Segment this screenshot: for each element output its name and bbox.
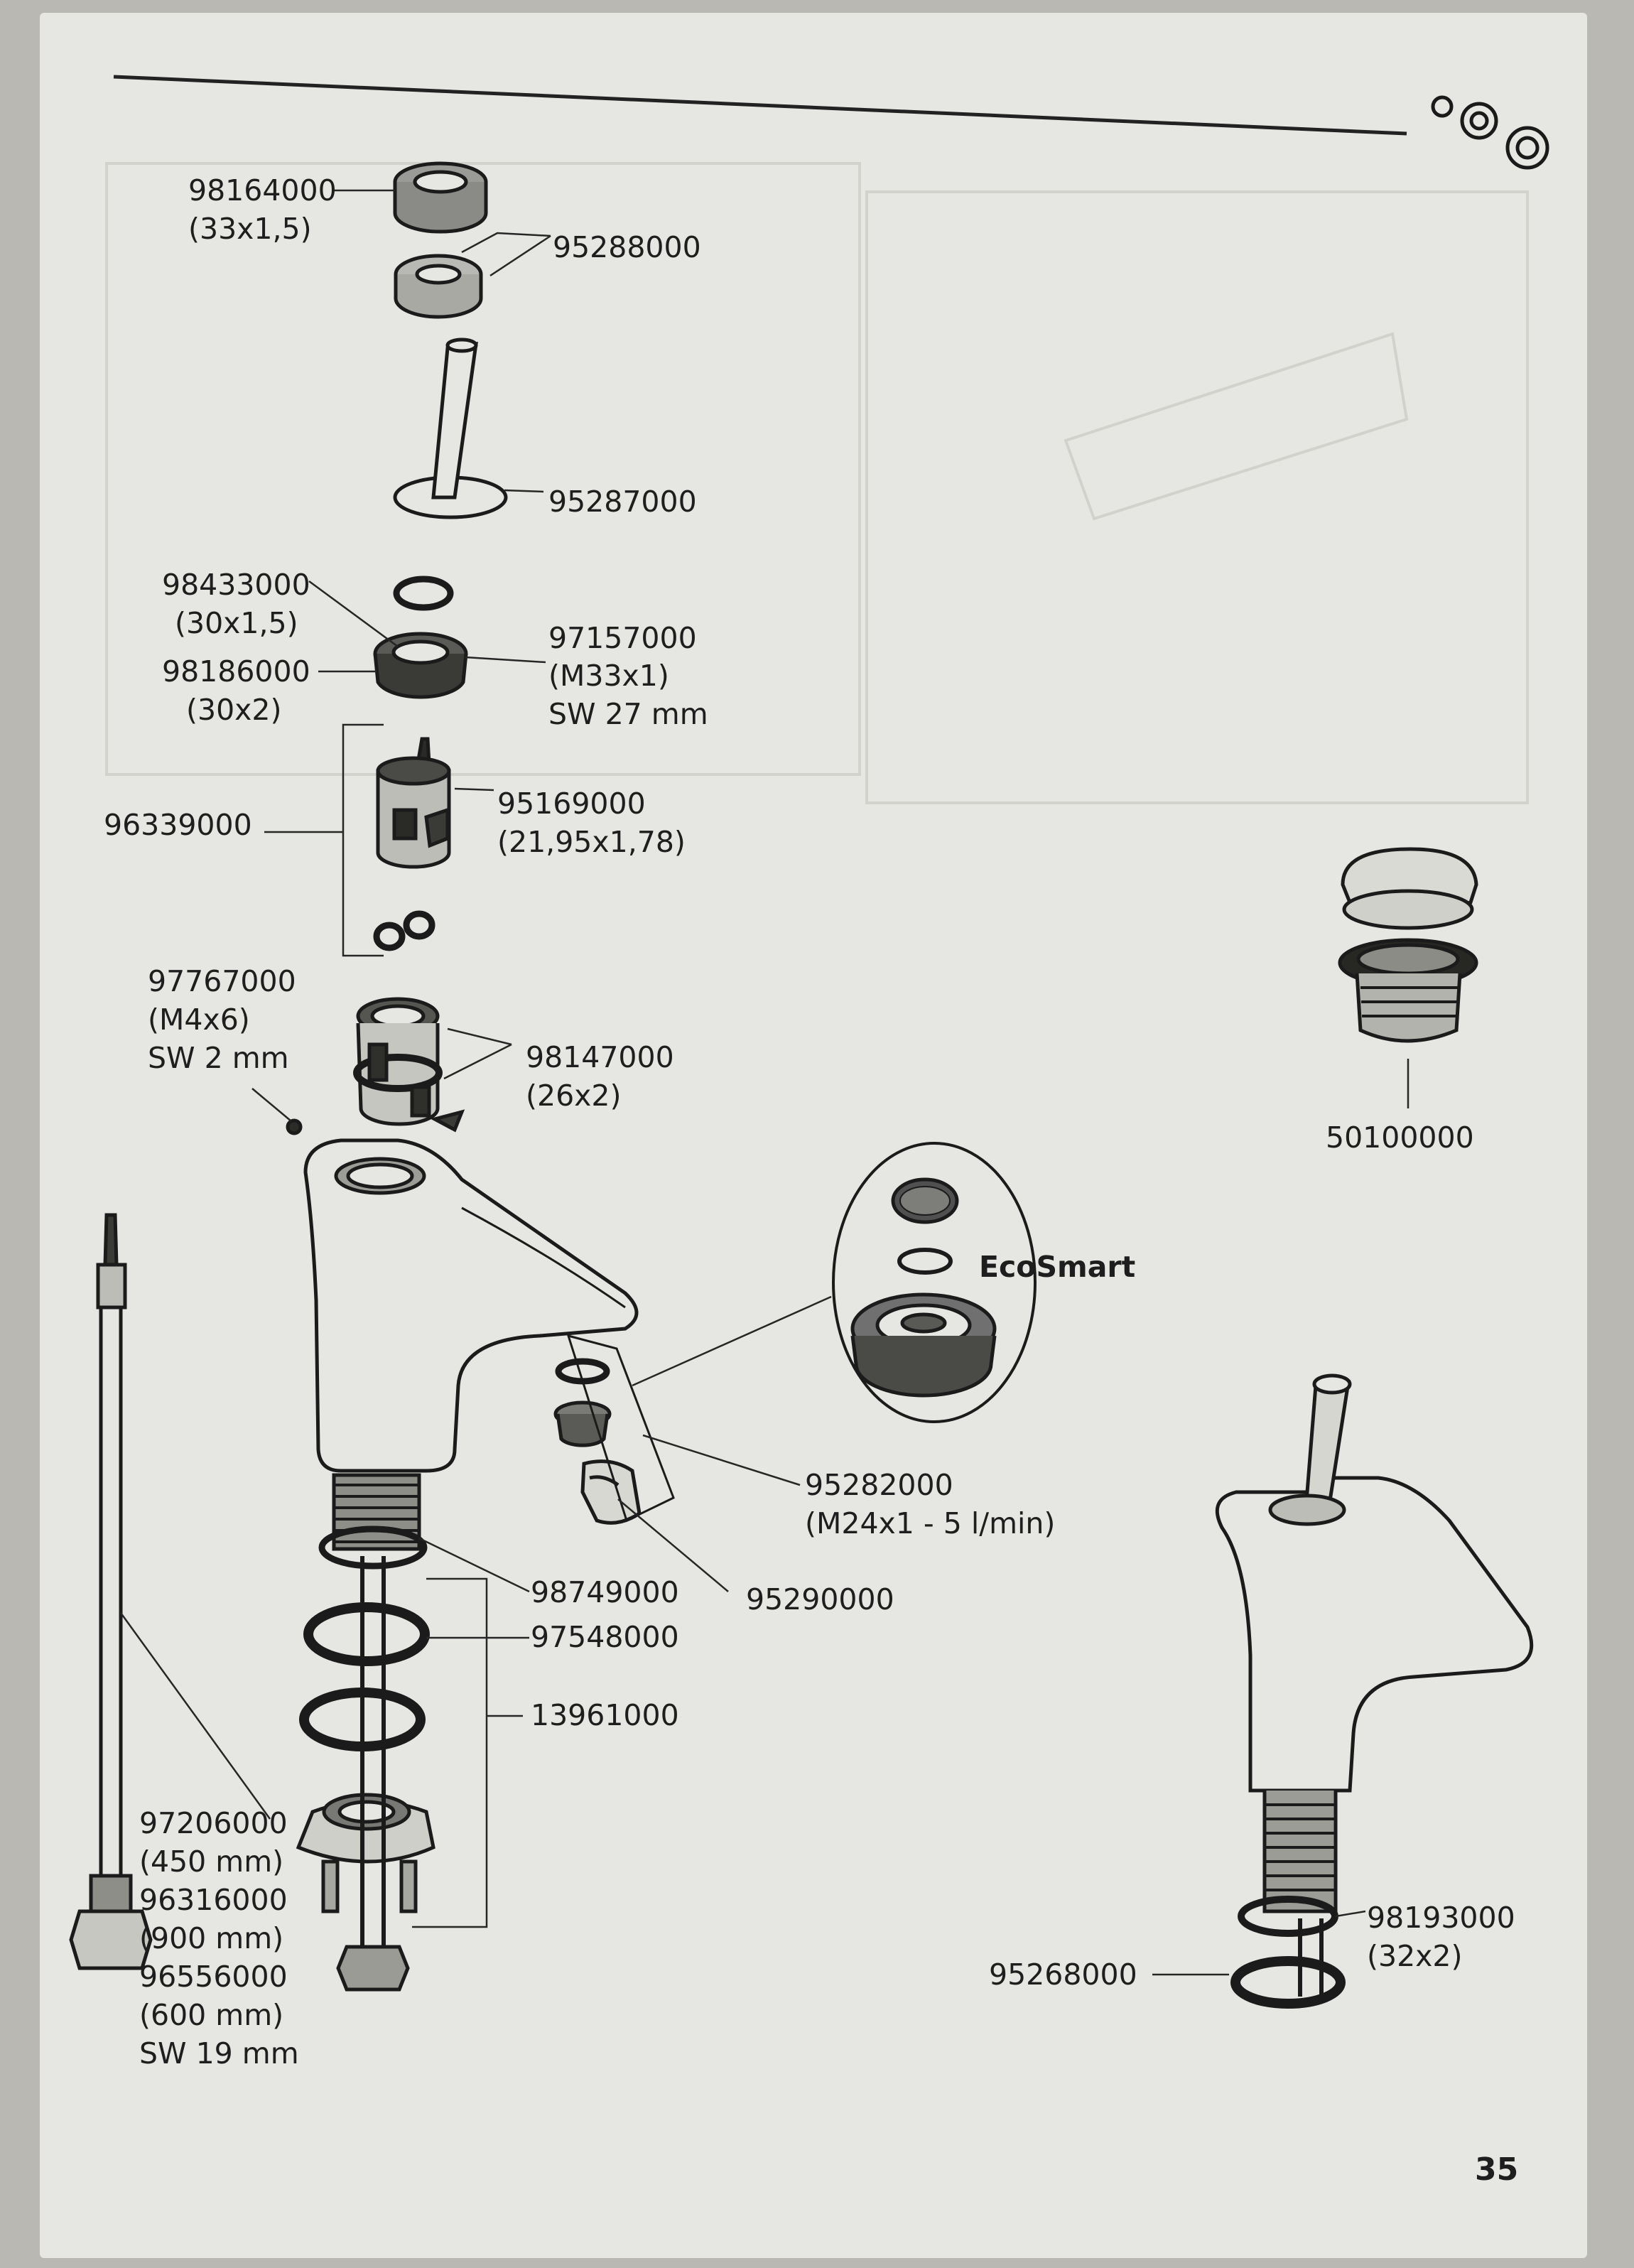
label-97157000: 97157000(M33x1)SW 27 mm xyxy=(548,621,708,731)
leader-lines xyxy=(119,189,1410,1976)
page-number: 35 xyxy=(1475,2151,1518,2188)
label-98749000: 98749000 xyxy=(531,1575,679,1609)
label-95288000: 95288000 xyxy=(553,230,701,264)
faint-background-sketch xyxy=(105,162,1529,804)
label-98433000: 98433000(30x1,5) xyxy=(162,568,310,640)
label-50100000: 50100000 xyxy=(1326,1120,1474,1155)
label-95290000: 95290000 xyxy=(746,1582,894,1616)
label-98193000: 98193000(32x2) xyxy=(1367,1901,1515,1973)
bushing-part xyxy=(394,254,483,319)
lever-part xyxy=(393,338,508,519)
supply-hose-part xyxy=(69,1213,153,1970)
mounting-kit-part xyxy=(296,1556,435,1992)
label-95169000: 95169000(21,95x1,78) xyxy=(497,787,686,859)
cap-ring-part xyxy=(393,161,488,234)
label-96339000: 96339000 xyxy=(104,808,252,842)
aerator-part xyxy=(553,1334,675,1525)
label-98164000: 98164000(33x1,5) xyxy=(188,173,337,246)
label-95268000: 95268000 xyxy=(989,1958,1137,1992)
label-13961000: 13961000 xyxy=(531,1698,679,1732)
label-97548000: 97548000 xyxy=(531,1620,679,1654)
assembled-faucet-part xyxy=(1215,1373,1534,2009)
o-ring-part xyxy=(393,576,454,611)
cartridge-seals-part xyxy=(373,910,435,951)
label-98186000: 98186000(30x2) xyxy=(162,654,310,727)
faucet-body-part xyxy=(303,1138,639,1570)
label-97206000: 97206000 (450 mm) 96316000 (900 mm) 9655… xyxy=(139,1806,299,2070)
label-95287000: 95287000 xyxy=(548,485,697,519)
label-97767000: 97767000(M4x6)SW 2 mm xyxy=(148,964,296,1075)
cartridge-part xyxy=(376,737,451,869)
cartridge-nut-part xyxy=(373,632,468,699)
label-98147000: 98147000(26x2) xyxy=(526,1040,674,1113)
ecosmart-label: EcoSmart xyxy=(979,1250,1135,1284)
popup-waste-part xyxy=(1338,847,1478,1043)
header-rule xyxy=(113,75,1407,136)
grub-screw-part xyxy=(286,1118,303,1135)
ecosmart-detail-bubble xyxy=(832,1142,1037,1423)
label-95282000: 95282000(M24x1 - 5 l/min) xyxy=(805,1468,1055,1540)
service-parts-icon xyxy=(1431,95,1549,170)
part-labels: 98164000(33x1,5) 95288000 95287000 98433… xyxy=(104,173,1518,2188)
adapter-sleeve-part xyxy=(353,997,465,1133)
